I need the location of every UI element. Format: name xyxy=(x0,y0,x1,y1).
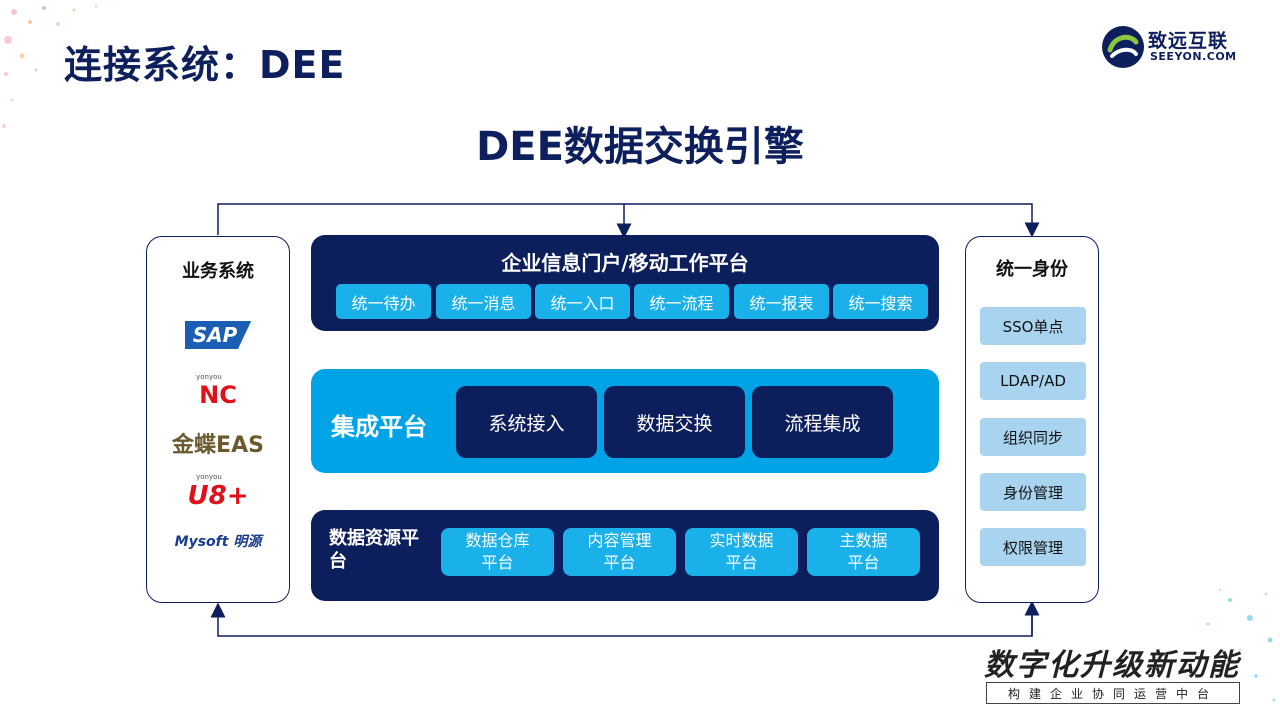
identity-item-ldap: LDAP/AD xyxy=(980,362,1086,400)
resources-item-realtime: 实时数据平台 xyxy=(685,528,798,576)
logo-text-en: SEEYON.COM xyxy=(1150,50,1237,63)
u8-logo: yonyou U8+ xyxy=(147,473,289,511)
u8-logo-text: U8+ xyxy=(187,481,249,511)
unified-identity-title: 统一身份 xyxy=(996,259,1068,280)
business-systems-box: 业务系统 SAP yonyou NC 金蝶EAS yonyou U8+ Myso… xyxy=(146,236,290,603)
integration-title: 集成平台 xyxy=(331,413,427,441)
slogan-sub: 构建企业协同运营中台 xyxy=(986,682,1240,704)
identity-item-org-sync: 组织同步 xyxy=(980,418,1086,456)
resources-item-realtime-line2: 平台 xyxy=(725,553,758,572)
resources-item-warehouse-line2: 平台 xyxy=(481,553,514,572)
logo-text-cn: 致远互联 xyxy=(1148,30,1229,52)
resources-title-text: 数据资源平台 xyxy=(329,528,419,572)
sap-logo-text: SAP xyxy=(184,321,252,349)
main-title: DEE数据交换引擎 xyxy=(476,124,804,170)
sap-logo: SAP xyxy=(147,321,289,349)
resources-title: 数据资源平台 xyxy=(329,528,429,573)
mysoft-logo: Mysoft 明源 xyxy=(147,531,289,551)
identity-item-identity-mgmt: 身份管理 xyxy=(980,473,1086,511)
portal-item-search: 统一搜索 xyxy=(833,284,928,319)
integration-item-process: 流程集成 xyxy=(752,386,893,458)
integration-panel: 集成平台 系统接入 数据交换 流程集成 xyxy=(311,369,939,473)
integration-item-access: 系统接入 xyxy=(456,386,597,458)
portal-title: 企业信息门户/移动工作平台 xyxy=(501,251,749,275)
business-systems-title: 业务系统 xyxy=(182,261,254,282)
nc-logo: yonyou NC xyxy=(147,373,289,409)
portal-item-entry: 统一入口 xyxy=(535,284,630,319)
resources-item-master: 主数据平台 xyxy=(807,528,920,576)
resources-item-content: 内容管理平台 xyxy=(563,528,676,576)
resources-item-warehouse-line1: 数据仓库 xyxy=(465,531,530,551)
resources-item-content-line2: 平台 xyxy=(603,553,636,572)
unified-identity-box: 统一身份 SSO单点 LDAP/AD 组织同步 身份管理 权限管理 xyxy=(965,236,1099,603)
kingdee-eas-logo-text: 金蝶EAS xyxy=(172,433,264,458)
kingdee-eas-logo: 金蝶EAS xyxy=(147,427,289,459)
portal-item-process: 统一流程 xyxy=(634,284,729,319)
identity-item-permission-mgmt: 权限管理 xyxy=(980,528,1086,566)
identity-item-sso: SSO单点 xyxy=(980,307,1086,345)
page-title: 连接系统：DEE xyxy=(64,43,346,87)
seeyon-logo-icon xyxy=(1102,26,1144,68)
resources-item-master-line2: 平台 xyxy=(847,553,880,572)
portal-item-report: 统一报表 xyxy=(734,284,829,319)
slogan-main: 数字化升级新动能 xyxy=(984,648,1240,683)
resources-item-master-line1: 主数据 xyxy=(839,531,888,551)
resources-panel: 数据资源平台 数据仓库平台 内容管理平台 实时数据平台 主数据平台 xyxy=(311,510,939,601)
resources-item-realtime-line1: 实时数据 xyxy=(709,531,774,551)
nc-logo-text: NC xyxy=(199,381,237,409)
portal-panel: 企业信息门户/移动工作平台 统一待办 统一消息 统一入口 统一流程 统一报表 统… xyxy=(311,235,939,331)
resources-item-warehouse: 数据仓库平台 xyxy=(441,528,554,576)
mysoft-logo-text: Mysoft 明源 xyxy=(174,534,262,550)
portal-item-todo: 统一待办 xyxy=(336,284,431,319)
portal-item-message: 统一消息 xyxy=(436,284,531,319)
u8-logo-small-text: yonyou xyxy=(196,473,222,481)
resources-item-content-line1: 内容管理 xyxy=(587,531,652,551)
nc-logo-small-text: yonyou xyxy=(196,373,222,381)
integration-item-exchange: 数据交换 xyxy=(604,386,745,458)
